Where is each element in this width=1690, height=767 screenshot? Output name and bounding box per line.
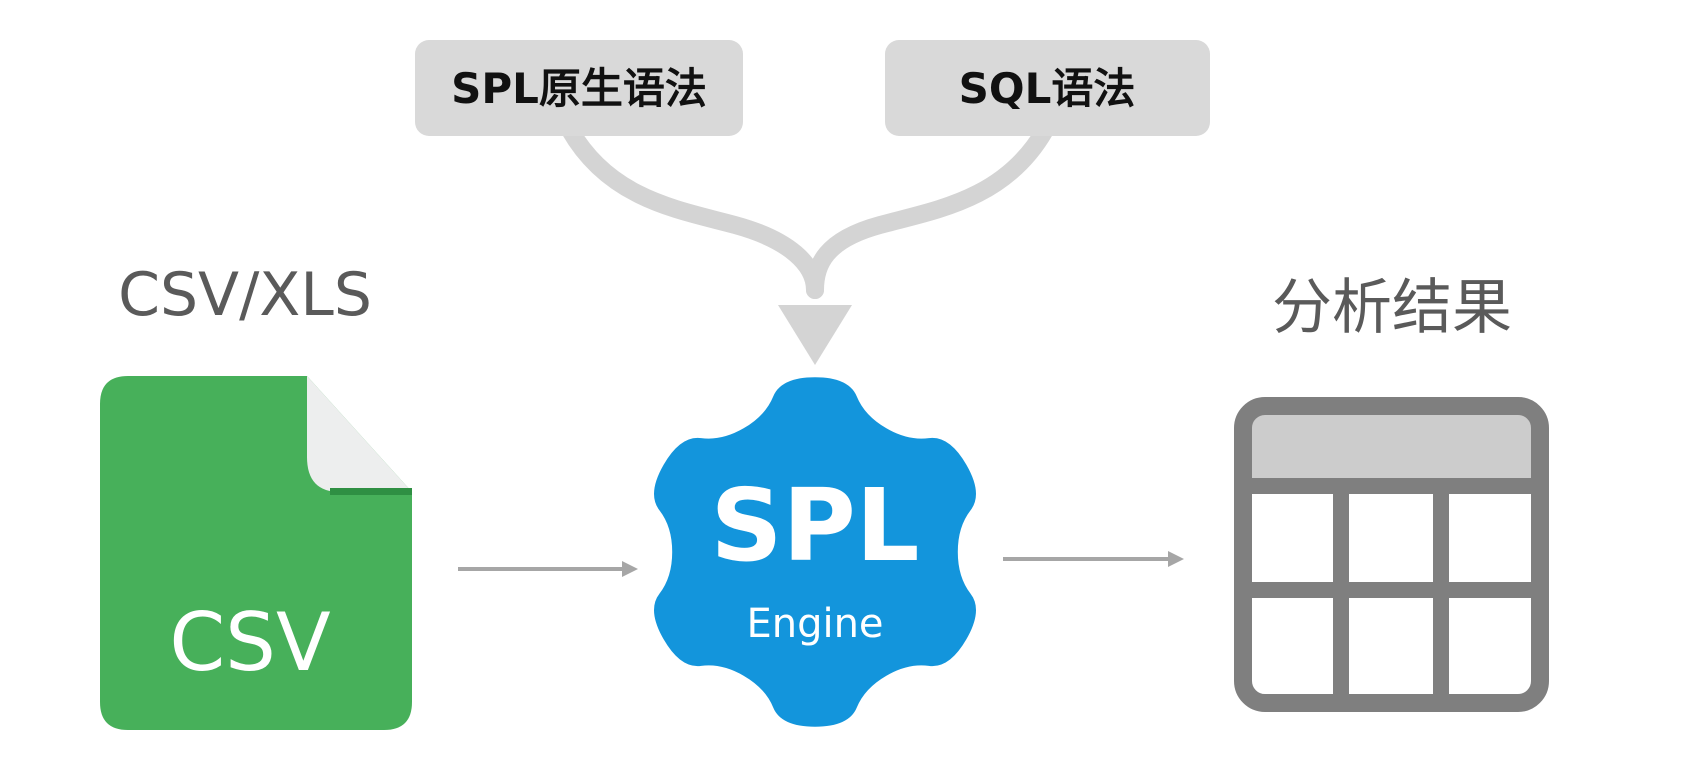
gear-icon: SPL Engine <box>654 377 976 727</box>
syntax-connectors <box>561 121 1054 299</box>
engine-to-output-arrow <box>1003 551 1184 567</box>
spl-syntax-pill: SPL原生语法 <box>415 40 743 136</box>
csv-file-icon-text: CSV <box>169 596 331 689</box>
spl-syntax-label: SPL原生语法 <box>451 64 707 113</box>
source-label: CSV/XLS <box>118 260 372 330</box>
sql-syntax-label: SQL语法 <box>959 64 1136 113</box>
engine-title: SPL <box>710 467 919 584</box>
engine-subtitle: Engine <box>746 601 883 647</box>
sql-syntax-pill: SQL语法 <box>885 40 1210 136</box>
sql-syntax-connector <box>806 121 1054 299</box>
connector-arrowhead <box>778 305 852 365</box>
output-label: 分析结果 <box>1272 273 1512 343</box>
csv-file-icon: CSV <box>100 376 412 730</box>
spl-syntax-connector <box>561 121 824 299</box>
table-icon <box>1234 397 1549 712</box>
source-to-engine-arrow <box>458 561 638 577</box>
